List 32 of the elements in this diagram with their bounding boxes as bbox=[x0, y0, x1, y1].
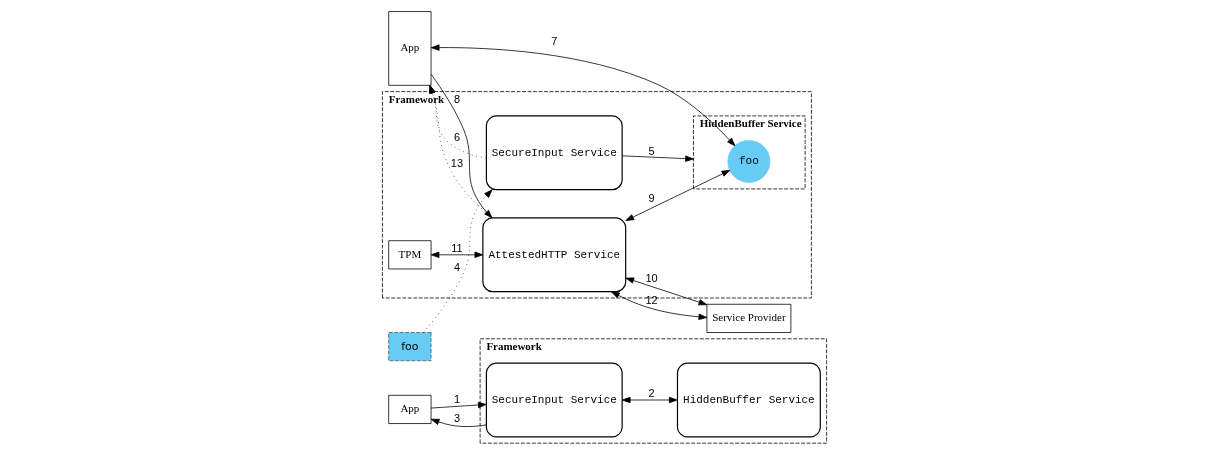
node-box: Service Provider bbox=[706, 303, 791, 333]
arrow bbox=[621, 396, 678, 404]
node-circle: foo bbox=[726, 140, 770, 183]
arrow bbox=[430, 44, 735, 147]
edge-label: 9 bbox=[648, 192, 655, 205]
node-box: TPM bbox=[387, 240, 431, 270]
node-box: SecureInput Service bbox=[485, 362, 623, 438]
node-box: SecureInput Service bbox=[485, 115, 623, 191]
edge-label: 13 bbox=[450, 157, 463, 170]
arrow bbox=[624, 277, 707, 306]
arrow bbox=[610, 291, 707, 320]
edge-label: 5 bbox=[648, 144, 655, 157]
arrow bbox=[430, 418, 487, 427]
arrow bbox=[621, 155, 694, 162]
edge-label: 7 bbox=[550, 35, 557, 48]
edge-label: 2 bbox=[648, 387, 655, 400]
node-box: foo bbox=[387, 332, 431, 362]
arrow bbox=[430, 251, 483, 258]
edge-label: 6 bbox=[453, 131, 460, 144]
edge-label: 1 bbox=[453, 392, 460, 405]
edge-label: 10 bbox=[644, 271, 658, 284]
arrow bbox=[624, 169, 730, 221]
edge-label: 4 bbox=[453, 260, 460, 273]
edge-label: 3 bbox=[453, 412, 460, 425]
node-box: HiddenBuffer Service bbox=[676, 362, 821, 438]
edge-label: 11 bbox=[450, 241, 463, 254]
node-box: App bbox=[387, 394, 431, 424]
edge-label: 8 bbox=[453, 92, 460, 105]
arrow bbox=[422, 189, 492, 333]
node-box: AttestedHTTP Service bbox=[481, 217, 626, 293]
arrow bbox=[430, 401, 487, 409]
node-box: App bbox=[387, 11, 431, 86]
